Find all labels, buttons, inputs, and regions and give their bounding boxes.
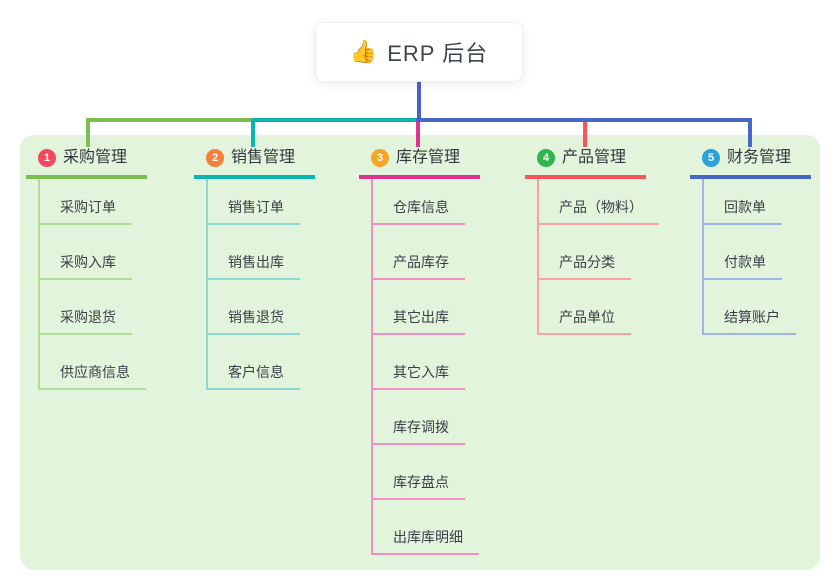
child-label: 出库库明细 xyxy=(373,527,479,555)
child-node[interactable]: 出库库明细 xyxy=(373,500,479,555)
branch-2-connector xyxy=(251,118,420,147)
branch-1-badge: 1 xyxy=(38,149,56,167)
branch-label: 库存管理 xyxy=(396,149,461,166)
branch-node-inventory[interactable]: 3 库存管理 xyxy=(359,146,481,179)
child-label: 库存调拨 xyxy=(373,417,465,445)
child-label: 产品（物料） xyxy=(539,197,659,225)
child-node[interactable]: 付款单 xyxy=(704,225,782,280)
child-label: 付款单 xyxy=(704,252,782,280)
child-label: 采购入库 xyxy=(40,252,132,280)
child-label: 供应商信息 xyxy=(40,362,146,390)
child-label: 采购订单 xyxy=(40,197,132,225)
branch-5-badge: 5 xyxy=(702,149,720,167)
child-node[interactable]: 产品单位 xyxy=(539,280,631,335)
branch-3-badge: 3 xyxy=(371,149,389,167)
child-label: 客户信息 xyxy=(208,362,300,390)
branch-column-inventory: 3 库存管理 仓库信息 产品库存 其它出库 其它入库 库存调拨 库存盘点 出库库… xyxy=(359,146,481,555)
branch-3-children: 仓库信息 产品库存 其它出库 其它入库 库存调拨 库存盘点 出库库明细 xyxy=(371,179,480,555)
child-label: 回款单 xyxy=(704,197,782,225)
branch-3-connector xyxy=(416,118,420,147)
branch-label: 采购管理 xyxy=(63,149,128,166)
child-node[interactable]: 库存盘点 xyxy=(373,445,465,500)
child-node[interactable]: 采购入库 xyxy=(40,225,132,280)
child-node[interactable]: 产品库存 xyxy=(373,225,465,280)
branch-column-sales: 2 销售管理 销售订单 销售出库 销售退货 客户信息 xyxy=(194,146,316,390)
branch-4-badge: 4 xyxy=(537,149,555,167)
branch-column-purchase: 1 采购管理 采购订单 采购入库 采购退货 供应商信息 xyxy=(26,146,148,390)
child-node[interactable]: 其它入库 xyxy=(373,335,465,390)
branch-5-children: 回款单 付款单 结算账户 xyxy=(702,179,811,335)
child-label: 库存盘点 xyxy=(373,472,465,500)
child-label: 销售退货 xyxy=(208,307,300,335)
child-label: 采购退货 xyxy=(40,307,132,335)
child-node[interactable]: 客户信息 xyxy=(208,335,300,390)
child-label: 仓库信息 xyxy=(373,197,465,225)
branch-node-purchase[interactable]: 1 采购管理 xyxy=(26,146,148,179)
child-node[interactable]: 仓库信息 xyxy=(373,179,465,225)
child-node[interactable]: 采购订单 xyxy=(40,179,132,225)
branch-label: 销售管理 xyxy=(231,149,296,166)
child-node[interactable]: 产品（物料） xyxy=(539,179,659,225)
branch-node-sales[interactable]: 2 销售管理 xyxy=(194,146,316,179)
branch-2-children: 销售订单 销售出库 销售退货 客户信息 xyxy=(206,179,315,390)
branch-label: 产品管理 xyxy=(562,149,627,166)
thumbs-up-icon: 👍 xyxy=(349,39,378,64)
child-node[interactable]: 产品分类 xyxy=(539,225,631,280)
root-node[interactable]: 👍 ERP 后台 xyxy=(315,22,523,82)
branch-5-connector xyxy=(416,118,752,147)
branch-2-badge: 2 xyxy=(206,149,224,167)
child-label: 产品库存 xyxy=(373,252,465,280)
child-node[interactable]: 销售退货 xyxy=(208,280,300,335)
child-node[interactable]: 库存调拨 xyxy=(373,390,465,445)
branch-column-finance: 5 财务管理 回款单 付款单 结算账户 xyxy=(690,146,812,335)
child-label: 产品分类 xyxy=(539,252,631,280)
mindmap-panel xyxy=(20,135,820,570)
root-stem-connector xyxy=(417,82,421,122)
branch-label: 财务管理 xyxy=(727,149,792,166)
child-label: 销售出库 xyxy=(208,252,300,280)
child-node[interactable]: 采购退货 xyxy=(40,280,132,335)
branch-node-product[interactable]: 4 产品管理 xyxy=(525,146,647,179)
branch-4-children: 产品（物料） 产品分类 产品单位 xyxy=(537,179,659,335)
branch-column-product: 4 产品管理 产品（物料） 产品分类 产品单位 xyxy=(525,146,659,335)
child-label: 其它入库 xyxy=(373,362,465,390)
child-node[interactable]: 结算账户 xyxy=(704,280,796,335)
branch-node-finance[interactable]: 5 财务管理 xyxy=(690,146,812,179)
child-node[interactable]: 供应商信息 xyxy=(40,335,146,390)
child-label: 销售订单 xyxy=(208,197,300,225)
root-label: ERP 后台 xyxy=(387,41,489,66)
child-label: 其它出库 xyxy=(373,307,465,335)
child-node[interactable]: 销售订单 xyxy=(208,179,300,225)
child-node[interactable]: 其它出库 xyxy=(373,280,465,335)
child-label: 产品单位 xyxy=(539,307,631,335)
child-label: 结算账户 xyxy=(704,307,796,335)
child-node[interactable]: 销售出库 xyxy=(208,225,300,280)
child-node[interactable]: 回款单 xyxy=(704,179,782,225)
branch-1-children: 采购订单 采购入库 采购退货 供应商信息 xyxy=(38,179,147,390)
